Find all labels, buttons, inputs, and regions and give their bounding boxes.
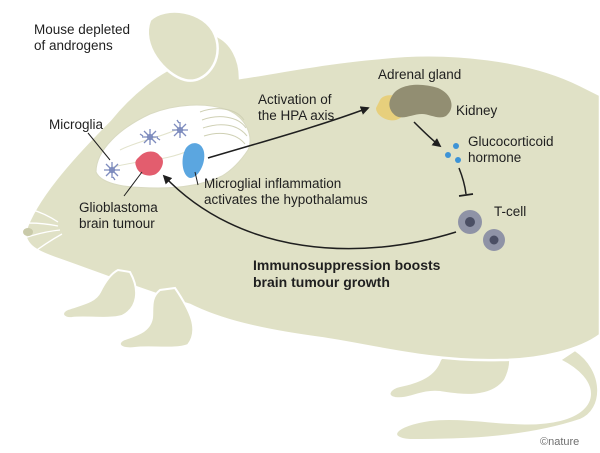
- immunosuppression-label-line-2: brain tumour growth: [253, 274, 390, 290]
- nature-credit: ©nature: [540, 436, 580, 448]
- kidney: [389, 84, 452, 118]
- mouse-label-line-1: Mouse depleted: [34, 22, 131, 37]
- inflammation-label: Microglial inflammation activates the hy…: [204, 176, 368, 208]
- glioblastoma-leader: [123, 171, 143, 197]
- microglia-label: Microglia: [49, 117, 104, 132]
- glioblastoma-label-line-2: brain tumour: [79, 216, 155, 231]
- glioblastoma-tumour: [135, 151, 163, 176]
- cerebellum: [199, 108, 248, 145]
- glioblastoma-label-line-1: Glioblastoma: [79, 200, 158, 215]
- mouse-tail: [395, 348, 600, 442]
- mouse-nose: [23, 228, 33, 236]
- kidney-label: Kidney: [456, 103, 498, 118]
- inflammation-label-line-2: activates the hypothalamus: [204, 192, 368, 207]
- mouse-ear: [146, 10, 219, 82]
- arrow-adrenal-to-hormone: [413, 121, 442, 148]
- hypothalamus: [182, 143, 205, 178]
- tcell-label: T-cell: [494, 204, 527, 219]
- hpa-label-line-2: the HPA axis: [258, 108, 335, 123]
- hypothalamus-leader: [194, 171, 199, 186]
- t-cells: [458, 210, 505, 251]
- hpa-label: Activation of the HPA axis: [258, 92, 334, 124]
- inhibit-hormone-to-tcell: [458, 167, 467, 195]
- hormone-label-line-2: hormone: [468, 150, 522, 165]
- arrow-hypothalamus-to-adrenal: [207, 106, 370, 159]
- hormone-dots: [445, 143, 461, 163]
- mouse-label: Mouse depleted of androgens: [34, 22, 130, 54]
- hpa-label-line-1: Activation of: [258, 92, 332, 107]
- glioblastoma-label: Glioblastoma brain tumour: [79, 200, 158, 232]
- inflammation-label-line-1: Microglial inflammation: [204, 176, 342, 191]
- arrow-tcell-to-tumour: [162, 174, 457, 250]
- hormone-label-line-1: Glucocorticoid: [468, 134, 554, 149]
- mouse-front-leg-front: [62, 268, 138, 320]
- immunosuppression-label-line-1: Immunosuppression boosts: [253, 257, 441, 273]
- adrenal-label: Adrenal gland: [378, 67, 462, 82]
- mouse-label-line-2: of androgens: [34, 38, 113, 53]
- whiskers: [1, 205, 63, 269]
- immunosuppression-label: Immunosuppression boosts brain tumour gr…: [253, 257, 440, 291]
- microglia-leader: [87, 132, 111, 161]
- inhibit-bar: [458, 193, 474, 197]
- mouse-front-leg-back: [118, 286, 195, 350]
- hormone-label: Glucocorticoid hormone: [468, 134, 554, 166]
- microglia-cells: [104, 119, 188, 181]
